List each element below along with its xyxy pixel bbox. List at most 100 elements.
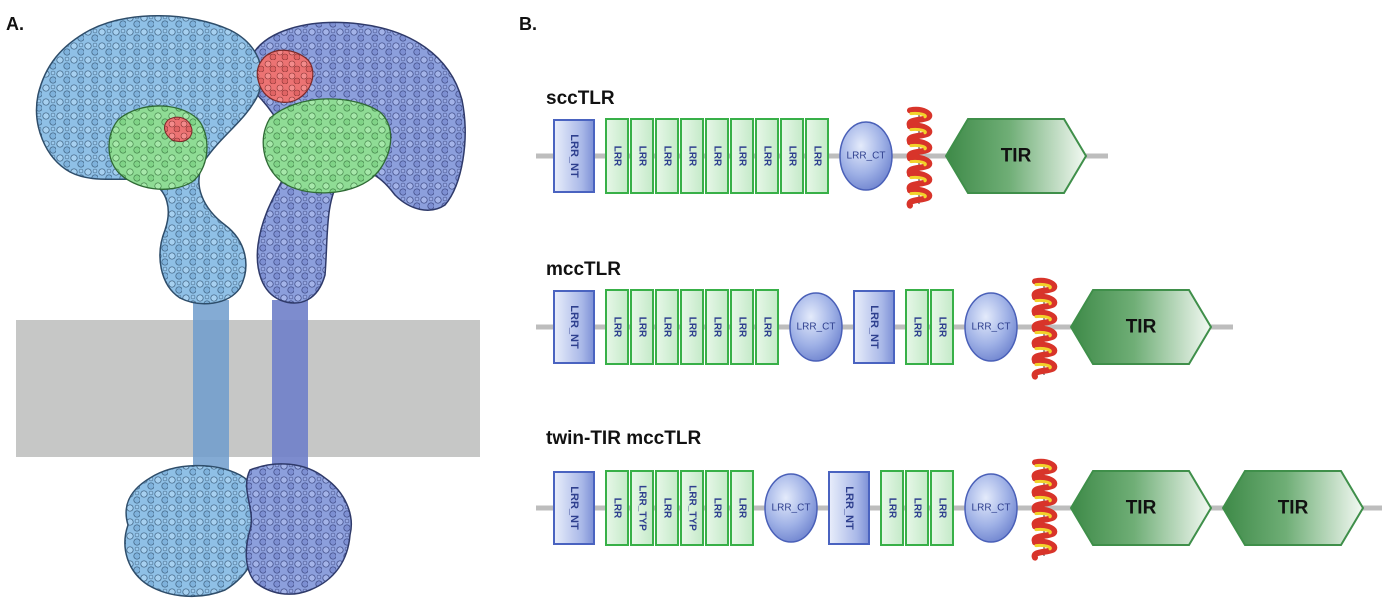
lrr-label: LRR [687,146,698,167]
lrr-label: LRR [887,498,898,519]
lrr-domain: LRR [730,289,754,365]
lrr-box [630,470,654,546]
lrr-box [755,289,779,365]
lrr-label: LRR [637,317,648,338]
lrr-box [930,289,954,365]
helix-turn-yellow [1034,330,1052,338]
lrr-nt-box [553,119,595,193]
lrr-domain: LRR [880,470,904,546]
lrr-domain: LRR [680,118,704,194]
tir-hexagon [1069,289,1213,365]
lrr-domain: LRR [705,118,729,194]
lrr-ct-domain: LRR_CT [839,121,893,191]
helix-turn-red [1031,474,1058,497]
helix-turn-red [906,138,933,161]
lrr-box [680,289,704,365]
lrr-box [730,470,754,546]
lrr-label: LRR [937,498,948,519]
lrr-label: LRR [662,498,673,519]
helix-turn-yellow [909,111,927,119]
lrr-ct-label: LRR_CT [847,151,886,162]
lrr-ct-ellipse [964,473,1018,543]
helix-turn-red [1031,458,1058,481]
lrr-label: LRR_TYP [637,485,648,531]
helix-turn-red [1031,309,1058,332]
lrr-nt-box [553,471,595,545]
lrr-domain: LRR [705,289,729,365]
transmembrane-helix-right [272,300,308,480]
panel-label-b: B. [519,14,537,34]
helix-turn-yellow [909,143,927,151]
lrr-label: LRR [937,317,948,338]
helix-turn-red [1031,538,1058,561]
helix-turn-yellow [1034,543,1052,551]
lrr-box [705,118,729,194]
helix-turn-yellow [909,159,927,167]
helix-turn-red [906,154,933,177]
helix-turn-yellow [909,191,927,199]
lrr-box [605,470,629,546]
domain-architecture-panel: sccTLR mccTLR twin-TIR mccTLR [510,0,1382,605]
lrr-label: LRR [612,317,623,338]
helix-turn-red [1031,522,1058,545]
lrr-box [755,118,779,194]
lrr-nt-box [828,471,870,545]
tir-label: TIR [1126,317,1157,338]
lrr-label: LRR [737,146,748,167]
lrr-label: LRR [712,317,723,338]
lrr-label: LRR [912,317,923,338]
lrr-label: LRR [712,146,723,167]
helix-turn-red [906,186,933,209]
lrr-domain: LRR [655,118,679,194]
lrr-label: LRR [687,317,698,338]
helix-turn-yellow [909,127,927,135]
tir-hexagon [1069,470,1213,546]
lrr-label: LRR [612,146,623,167]
lrr-ct-domain: LRR_CT [764,473,818,543]
lrr-ct-label: LRR_CT [972,322,1011,333]
tlr-dimer-illustration [16,15,480,598]
lrr-label: LRR [912,498,923,519]
ligand-red-top [256,49,314,103]
tm-domain [906,106,933,209]
lrr-ct-domain: LRR_CT [964,473,1018,543]
ligand-green-right [262,98,392,194]
lrr-box [705,289,729,365]
helix-turn-red [1031,325,1058,348]
lrr-box [705,470,729,546]
lrr-ct-ellipse [839,121,893,191]
lrr-nt-domain: LRR_NT [553,119,595,193]
panel-label-a: A. [6,14,24,34]
helix-turn-red [906,106,933,129]
helix-turn-yellow [1034,282,1052,290]
lrr-domain: LRR_TYP [680,470,704,546]
tir-domain: TIR [1069,289,1213,365]
tir-domain: TIR [1221,470,1365,546]
lrr-nt-box [853,290,895,364]
lrr-domain: LRR [730,118,754,194]
row-title-twin-tir-mcctlr: twin-TIR mccTLR [546,428,702,449]
helix-turn-yellow [909,175,927,183]
lrr-nt-domain: LRR_NT [828,471,870,545]
lrr-nt-domain: LRR_NT [553,290,595,364]
lrr-box [605,118,629,194]
lrr-label: LRR [787,146,798,167]
lrr-domain: LRR [730,470,754,546]
lrr-box [655,118,679,194]
lrr-domain: LRR [755,289,779,365]
lrr-domain: LRR [930,470,954,546]
lrr-label: LRR_TYP [687,485,698,531]
helix-turn-red [1031,293,1058,316]
lrr-box [655,470,679,546]
lrr-domain: LRR [905,470,929,546]
transmembrane-helix-left [193,300,229,480]
lrr-nt-label: LRR_NT [568,305,580,349]
tir-hexagon [944,118,1088,194]
lrr-box [655,289,679,365]
lrr-nt-label: LRR_NT [868,305,880,349]
lrr-domain: LRR [905,289,929,365]
tir-domain-cytoplasmic [124,463,352,598]
tir-domain: TIR [944,118,1088,194]
